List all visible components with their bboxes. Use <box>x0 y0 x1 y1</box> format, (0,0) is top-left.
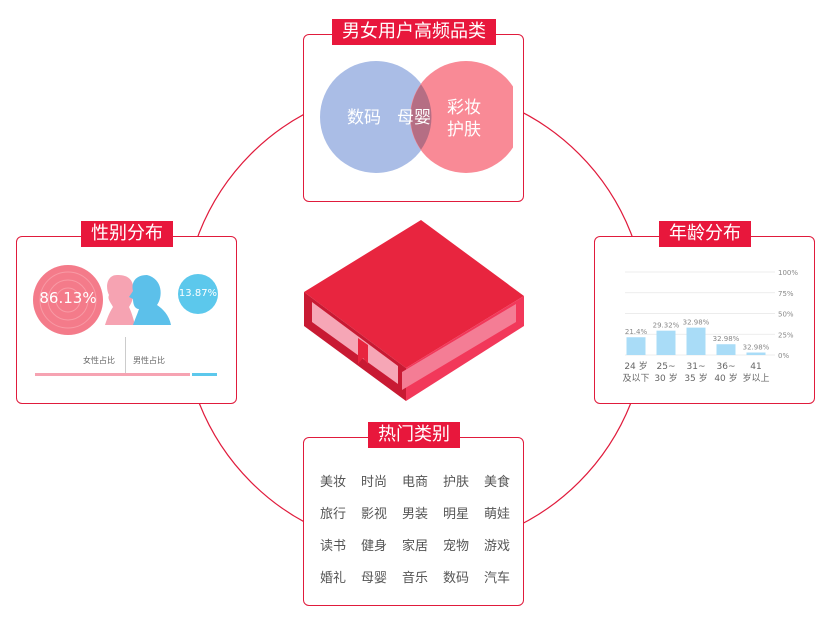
venn-diagram <box>320 61 513 173</box>
x-tick-label: 25~ <box>657 362 676 372</box>
panel-title: 年龄分布 <box>659 221 751 247</box>
category-item: 婚礼 <box>319 571 346 586</box>
age-distribution-panel: 年龄分布 100% 75% 50% 25% 0% 21.4% 24 岁及以下 29.32% 25… <box>594 221 815 404</box>
category-item: 美食 <box>483 475 510 490</box>
bar-data-label: 21.4% <box>625 328 648 336</box>
category-item: 宠物 <box>442 539 469 554</box>
female-percentage-circle <box>33 265 103 335</box>
category-item: 读书 <box>319 539 346 554</box>
male-ratio-fill <box>191 373 217 376</box>
age-bar <box>626 337 646 355</box>
bar-data-label: 32.98% <box>743 344 770 352</box>
male-percentage: 13.87% <box>178 288 218 299</box>
venn-circle-left <box>320 61 432 173</box>
age-bar <box>746 352 766 355</box>
y-tick-label: 25% <box>778 331 794 339</box>
popular-categories-panel: 热门类别 美妆时尚电商护肤美食旅行影视男装明星萌娃读书健身家居宠物游戏婚礼母婴音… <box>303 422 524 606</box>
category-item: 萌娃 <box>483 507 510 522</box>
y-tick-label: 0% <box>778 352 789 360</box>
category-item: 男装 <box>401 507 428 522</box>
category-item: 汽车 <box>483 571 510 586</box>
x-tick-label: 及以下 <box>622 373 649 384</box>
x-tick-label: 41 <box>750 362 761 372</box>
category-item: 数码 <box>442 571 469 586</box>
gender-ratio-bar <box>35 373 217 376</box>
x-tick-label: 30 岁 <box>654 372 677 384</box>
category-item: 健身 <box>360 539 387 554</box>
bar-data-label: 32.98% <box>683 319 710 327</box>
y-tick-label: 75% <box>778 290 794 298</box>
y-tick-label: 50% <box>778 311 794 319</box>
female-percentage: 86.13% <box>39 289 97 307</box>
age-bar <box>716 344 736 355</box>
panel-title: 男女用户高频品类 <box>332 19 496 45</box>
male-ratio-label: 男性占比 <box>133 356 165 365</box>
y-tick-label: 100% <box>778 269 798 277</box>
x-tick-label: 岁以上 <box>742 372 769 384</box>
female-ratio-label: 女性占比 <box>83 356 115 365</box>
gender-divider <box>125 337 126 373</box>
x-tick-label: 24 岁 <box>624 360 647 372</box>
book-illustration <box>304 220 524 401</box>
venn-overlap <box>410 84 432 150</box>
category-item: 影视 <box>360 507 387 522</box>
panel-title: 热门类别 <box>368 422 460 448</box>
venn-left-label: 数码 <box>347 108 381 128</box>
category-item: 母婴 <box>360 571 387 586</box>
venn-right-label-1: 彩妆 <box>447 98 481 118</box>
category-item: 明星 <box>442 507 469 522</box>
x-tick-label: 40 岁 <box>714 372 737 384</box>
category-item: 美妆 <box>319 475 346 490</box>
age-bar <box>656 330 676 355</box>
male-percentage-circle <box>178 274 218 314</box>
venn-circle-right <box>410 61 513 173</box>
category-item: 旅行 <box>319 507 346 522</box>
venn-right-label-2: 护肤 <box>447 120 481 140</box>
high-frequency-category-panel: 男女用户高频品类 数码 母婴 彩妆 护肤 <box>303 19 524 202</box>
x-tick-label: 36~ <box>717 362 736 372</box>
female-ratio-fill <box>35 373 190 376</box>
bar-data-label: 32.98% <box>713 335 740 343</box>
age-bar <box>686 327 706 355</box>
category-item: 游戏 <box>483 539 510 554</box>
category-item: 电商 <box>401 475 428 490</box>
panel-title: 性别分布 <box>81 221 173 247</box>
category-item: 音乐 <box>401 571 428 586</box>
gender-distribution-panel: 性别分布 86.13% 13.87% 女性占比 男性占比 <box>16 221 237 404</box>
category-item: 家居 <box>401 539 428 554</box>
category-item: 护肤 <box>442 475 469 490</box>
venn-overlap-label: 母婴 <box>397 108 431 128</box>
couple-silhouette-icon <box>105 275 171 325</box>
x-tick-label: 35 岁 <box>684 372 707 384</box>
category-item: 时尚 <box>360 475 387 490</box>
bar-data-label: 29.32% <box>653 322 680 330</box>
x-tick-label: 31~ <box>687 362 706 372</box>
